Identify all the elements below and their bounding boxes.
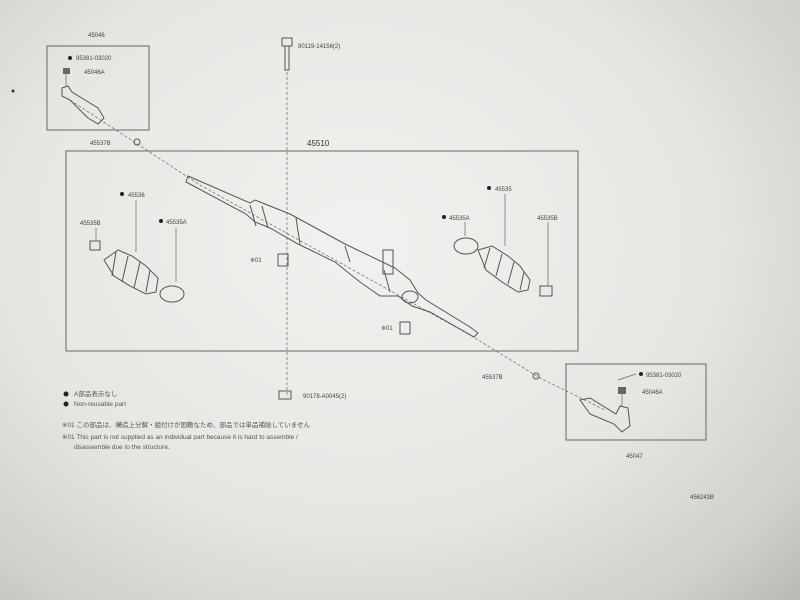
clamp-right-b-icon — [539, 285, 553, 297]
clamp-right-a-label: 45535A — [449, 216, 470, 222]
bolt-head-icon — [281, 37, 293, 47]
pinion-housing-icon — [382, 249, 394, 275]
tie-rod-end-lh-icon — [61, 85, 105, 125]
nut-lh-icon — [63, 68, 70, 74]
non-reusable-dot — [442, 215, 446, 219]
bolt-top-label: 90119-14156(2) — [298, 44, 340, 50]
boot-left-label: 45536 — [128, 193, 145, 199]
non-reusable-dot — [487, 186, 491, 190]
lock-nut-lh-label: 45537B — [90, 141, 111, 147]
nut-rh-label: 45046A — [642, 390, 663, 396]
pinion-end-icon — [401, 290, 419, 304]
bushing-low-label: ※01 — [381, 326, 393, 332]
rack-assembly-label: 45510 — [307, 139, 330, 148]
bolt-top-group: 90119-14156(2) — [281, 37, 340, 71]
legend-dot-icon — [63, 401, 69, 407]
tie-rod-end-lh-label: 45046 — [88, 33, 105, 39]
bushing-low-icon — [399, 321, 411, 335]
non-reusable-dot — [639, 372, 643, 376]
bolt-bottom-label: 90178-A0045(2) — [303, 394, 346, 400]
tie-rod-end-lh-box — [46, 45, 150, 131]
leader-lines-right — [464, 194, 549, 286]
stray-mark — [11, 89, 15, 93]
rack-assembly-group: 45510 45536 45535B 45535A ※01 ※01 45535 … — [65, 139, 579, 352]
tie-rod-end-rh-box — [565, 363, 707, 441]
cotter-pin-rh-label: 95381-03020 — [646, 373, 682, 379]
bolt-bottom-icon — [278, 390, 292, 400]
clamp-left-a-icon — [159, 285, 185, 303]
tie-rod-end-rh-icon — [579, 397, 631, 433]
clamp-left-b-icon — [89, 240, 101, 251]
tie-rod-end-rh-label: 45047 — [626, 454, 643, 460]
nut-rh-icon — [618, 387, 626, 394]
footnotes: ※01 この部品は、構造上分解・組付けが困難なため、部品では単品補給していません… — [62, 420, 311, 451]
footnote-jp: ※01 この部品は、構造上分解・組付けが困難なため、部品では単品補給していません — [62, 420, 311, 429]
bolt-shank-icon — [284, 46, 290, 71]
non-reusable-dot — [159, 219, 163, 223]
boot-right-ribs — [483, 247, 525, 291]
rack-assembly-box — [65, 150, 579, 352]
bolt-bottom-group: 90178-A0045(2) — [278, 390, 346, 400]
bushing-mid-icon — [277, 253, 289, 267]
non-reusable-dot — [120, 192, 124, 196]
boot-right-label: 45535 — [495, 187, 512, 193]
boot-left-ribs — [111, 251, 151, 293]
clamp-right-a-icon — [453, 237, 479, 255]
legend-item-2: Non-reusable part — [74, 401, 126, 408]
footnote-en-line2: disassemble due to the structure. — [74, 444, 170, 451]
lock-nut-rh-label: 45537B — [482, 375, 503, 381]
legend-item-1: A部品表示なし — [74, 389, 117, 398]
clamp-left-b-label: 45535B — [80, 221, 101, 227]
bushing-mid-label: ※01 — [250, 258, 262, 264]
clamp-right-b-label: 45535B — [537, 216, 558, 222]
diagram-id: 456243B — [690, 495, 714, 501]
footnote-en-line1: ※01 This part is not supplied as an indi… — [62, 434, 298, 441]
lock-nut-rh-icon — [532, 372, 540, 380]
clamp-left-a-label: 45535A — [166, 220, 187, 226]
leader-lines-left — [95, 200, 177, 282]
tie-rod-end-lh-group: 45046 95381-03020 45046A — [46, 33, 150, 131]
rack-detail-lines — [249, 204, 391, 293]
lock-nut-lh-icon — [133, 138, 141, 146]
tie-rod-end-rh-group: 45047 95381-03020 45046A — [565, 363, 707, 460]
leader-line — [617, 373, 637, 406]
non-reusable-dot — [68, 56, 72, 60]
assembly-axis-line — [69, 99, 606, 411]
legend-dot-icon — [63, 391, 69, 397]
nut-lh-label: 45046A — [84, 70, 105, 76]
legend: A部品表示なし Non-reusable part — [63, 389, 126, 408]
rack-housing-icon — [185, 175, 479, 338]
cotter-pin-lh-label: 95381-03020 — [76, 56, 112, 62]
boot-right-icon — [477, 245, 531, 293]
